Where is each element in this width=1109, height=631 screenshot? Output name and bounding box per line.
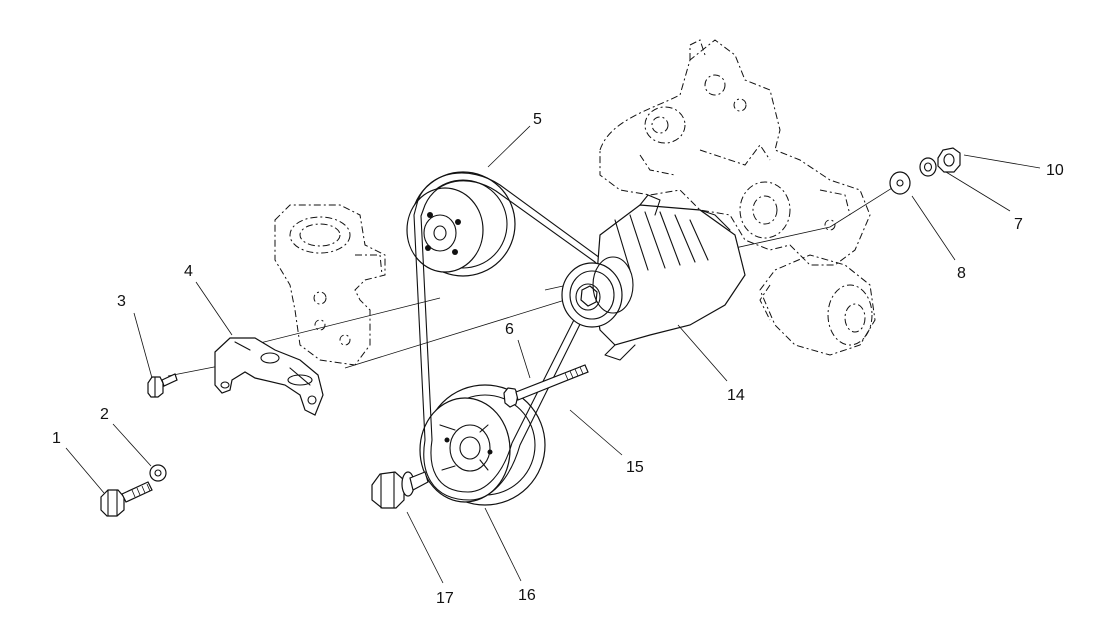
callout-1: 1 <box>52 430 61 447</box>
callout-14: 14 <box>727 387 745 404</box>
flange-bolt-part-17 <box>371 471 429 509</box>
leader-lines <box>65 125 1041 584</box>
callout-15: 15 <box>626 459 644 476</box>
bracket-part-4 <box>214 337 324 416</box>
alternator-part-14 <box>561 194 746 361</box>
callout-2: 2 <box>100 406 109 423</box>
washer-part-2 <box>149 464 167 482</box>
callout-16: 16 <box>518 587 536 604</box>
bolt-part-3 <box>147 373 178 398</box>
bolt-part-1 <box>100 481 153 517</box>
crank-pulley-part-16 <box>419 384 546 506</box>
callout-17: 17 <box>436 590 454 607</box>
engine-block-outline <box>599 39 871 266</box>
lock-washer-part-7 <box>919 157 937 177</box>
callout-labels: 1 2 3 4 5 6 7 8 10 14 15 16 17 <box>52 111 1064 607</box>
nut-part-10 <box>937 147 961 173</box>
callout-5: 5 <box>533 111 542 128</box>
washer-part-8 <box>889 171 911 195</box>
v-belt-part-15 <box>413 172 613 501</box>
oil-filter-outline <box>759 254 876 356</box>
pulley-part-5 <box>406 171 516 277</box>
callout-4: 4 <box>184 263 193 280</box>
callout-3: 3 <box>117 293 126 310</box>
callout-7: 7 <box>1014 216 1023 233</box>
callout-6: 6 <box>505 321 514 338</box>
thermostat-housing-outline <box>274 204 386 366</box>
callout-8: 8 <box>957 265 966 282</box>
callout-10: 10 <box>1046 162 1064 179</box>
long-bolt-part-6 <box>503 364 589 408</box>
